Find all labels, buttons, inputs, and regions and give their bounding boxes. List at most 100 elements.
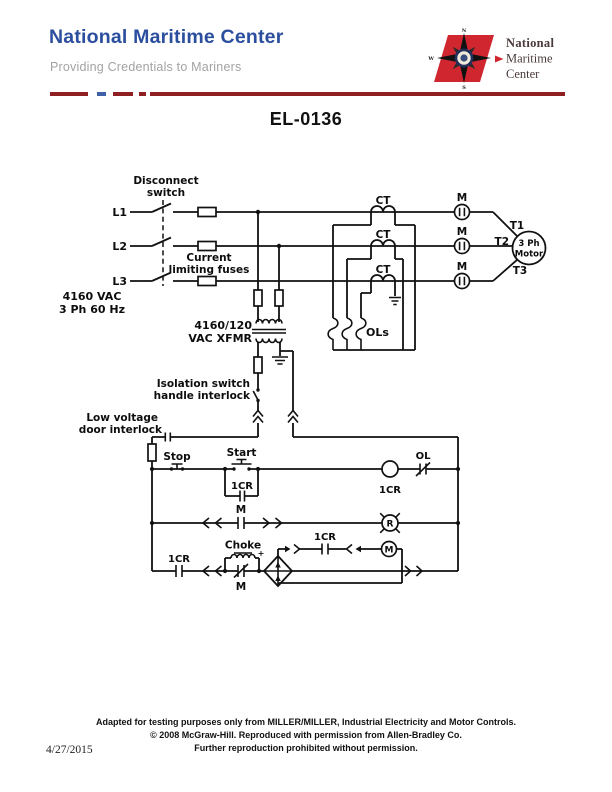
phase-lines: [130, 200, 519, 286]
m-aux-label: M: [236, 504, 246, 516]
choke-branch: [222, 552, 262, 579]
contactor-poles: [453, 203, 471, 290]
supply-label-1: 4160 VAC: [63, 290, 122, 303]
ground-icon: [272, 356, 288, 365]
ground-icon: [389, 296, 401, 306]
cr-coil-label: 1CR: [379, 485, 401, 496]
exam-figure-code: EL-0136: [269, 109, 343, 129]
current-transformers: [332, 205, 416, 350]
current-limiting-fuses: [197, 206, 217, 287]
plug-chevrons: [287, 409, 299, 424]
door-interlock-contact: [164, 432, 172, 442]
stop-pushbutton: [169, 463, 185, 471]
header-rule-segment-blue: [97, 92, 106, 96]
header-rule-segment: [50, 92, 88, 96]
logo-text-line2: Maritime: [506, 52, 553, 66]
t3-label: T3: [513, 265, 527, 277]
logo-text-line1: National: [506, 36, 554, 50]
xfmr-core: [252, 328, 286, 334]
ols-label: OLs: [366, 326, 389, 339]
r-pilot-lamp: [379, 512, 401, 534]
bridge-plus-sign: +: [258, 549, 265, 558]
r-lamp-letter: R: [387, 520, 394, 530]
m-coil-subrung: [277, 540, 403, 585]
xfmr-secondary-winding: [255, 338, 283, 344]
plug-chevrons: [404, 565, 424, 577]
ladder-fuse: [147, 443, 157, 462]
m-pole-label: M: [457, 226, 467, 238]
isolation-label-2: handle interlock: [154, 390, 251, 402]
cr-contact: [175, 565, 183, 577]
phase-label-l2: L2: [112, 240, 127, 253]
disconnect-blades: [151, 202, 172, 282]
compass-emblem-center: [460, 54, 468, 62]
compass-letter-w: W: [427, 56, 434, 62]
compass-letter-s: S: [462, 85, 466, 91]
control-fuse: [253, 356, 263, 374]
m-shorting-label: M: [236, 581, 246, 593]
ct-label: CT: [376, 229, 392, 241]
start-label: Start: [227, 447, 257, 459]
header-rule-segment: [139, 92, 146, 96]
m-pole-label: M: [457, 192, 467, 204]
choke-label: Choke: [225, 540, 261, 552]
subrung-cr-label: 1CR: [314, 532, 336, 543]
m-pole-label: M: [457, 261, 467, 273]
motor-label-2: Motor: [515, 250, 544, 260]
rung3-cr-label: 1CR: [168, 554, 190, 565]
date-stamp: 4/27/2015: [46, 744, 93, 756]
cr-contact: [321, 543, 329, 555]
seal-in-cr-label: 1CR: [231, 481, 253, 492]
fuses-label-2: limiting fuses: [169, 264, 250, 276]
start-pushbutton: [231, 458, 252, 471]
t2-label: T2: [495, 236, 509, 248]
motor-label-1: 3 Ph: [518, 239, 539, 249]
ct-label: CT: [376, 195, 392, 207]
header-title: National Maritime Center: [49, 26, 284, 48]
ol-label: OL: [416, 451, 432, 462]
plug-chevrons: [252, 409, 264, 424]
control-transformer: [252, 212, 299, 437]
isolation-switch-blade: [252, 390, 259, 401]
phase-label-l1: L1: [112, 206, 127, 219]
disconnect-label-2: switch: [147, 187, 185, 199]
plug-chevrons: [201, 517, 283, 529]
nmc-logo: N W S National Maritime Center: [427, 28, 554, 91]
fuses-label-1: Current: [186, 252, 231, 264]
compass-east-pointer-icon: [495, 55, 504, 63]
phase-label-l3: L3: [112, 275, 127, 288]
plug-chevrons: [293, 543, 353, 555]
header-rule-segment: [113, 92, 133, 96]
motor-symbol: [511, 230, 547, 266]
plug-chevrons: [201, 565, 223, 577]
arrow-right-icon: [285, 545, 291, 553]
control-ladder: [147, 432, 461, 588]
xfmr-primary-winding: [255, 318, 283, 324]
door-interlock-label-1: Low voltage: [86, 412, 158, 424]
compass-letter-n: N: [462, 28, 467, 34]
cr-relay-coil: [381, 460, 399, 478]
m-aux-contact: [237, 517, 245, 529]
seal-in-contact: [222, 466, 261, 502]
overload-heaters: [327, 317, 415, 351]
motor-leads: [492, 211, 519, 282]
m-shorting-contact: [233, 563, 249, 579]
arrow-left-icon: [355, 545, 361, 553]
supply-label-2: 3 Ph 60 Hz: [59, 303, 125, 316]
footer-line-3: Further reproduction prohibited without …: [194, 743, 418, 753]
ol-contact: [415, 461, 431, 477]
isolation-label-1: Isolation switch: [157, 378, 250, 390]
choke-inductor: [230, 552, 256, 559]
xfmr-label-1: 4160/120: [194, 319, 252, 332]
footer-line-2: © 2008 McGraw-Hill. Reproduced with perm…: [150, 730, 462, 740]
door-interlock-label-2: door interlock: [79, 424, 163, 436]
header-rule-segment: [150, 92, 565, 96]
ct-label: CT: [376, 264, 392, 276]
header-subtitle: Providing Credentials to Mariners: [50, 60, 242, 74]
logo-text-line3: Center: [506, 67, 540, 81]
footer-line-1: Adapted for testing purposes only from M…: [95, 717, 517, 727]
rectifier-bridge: [262, 554, 294, 588]
disconnect-label-1: Disconnect: [133, 175, 198, 187]
